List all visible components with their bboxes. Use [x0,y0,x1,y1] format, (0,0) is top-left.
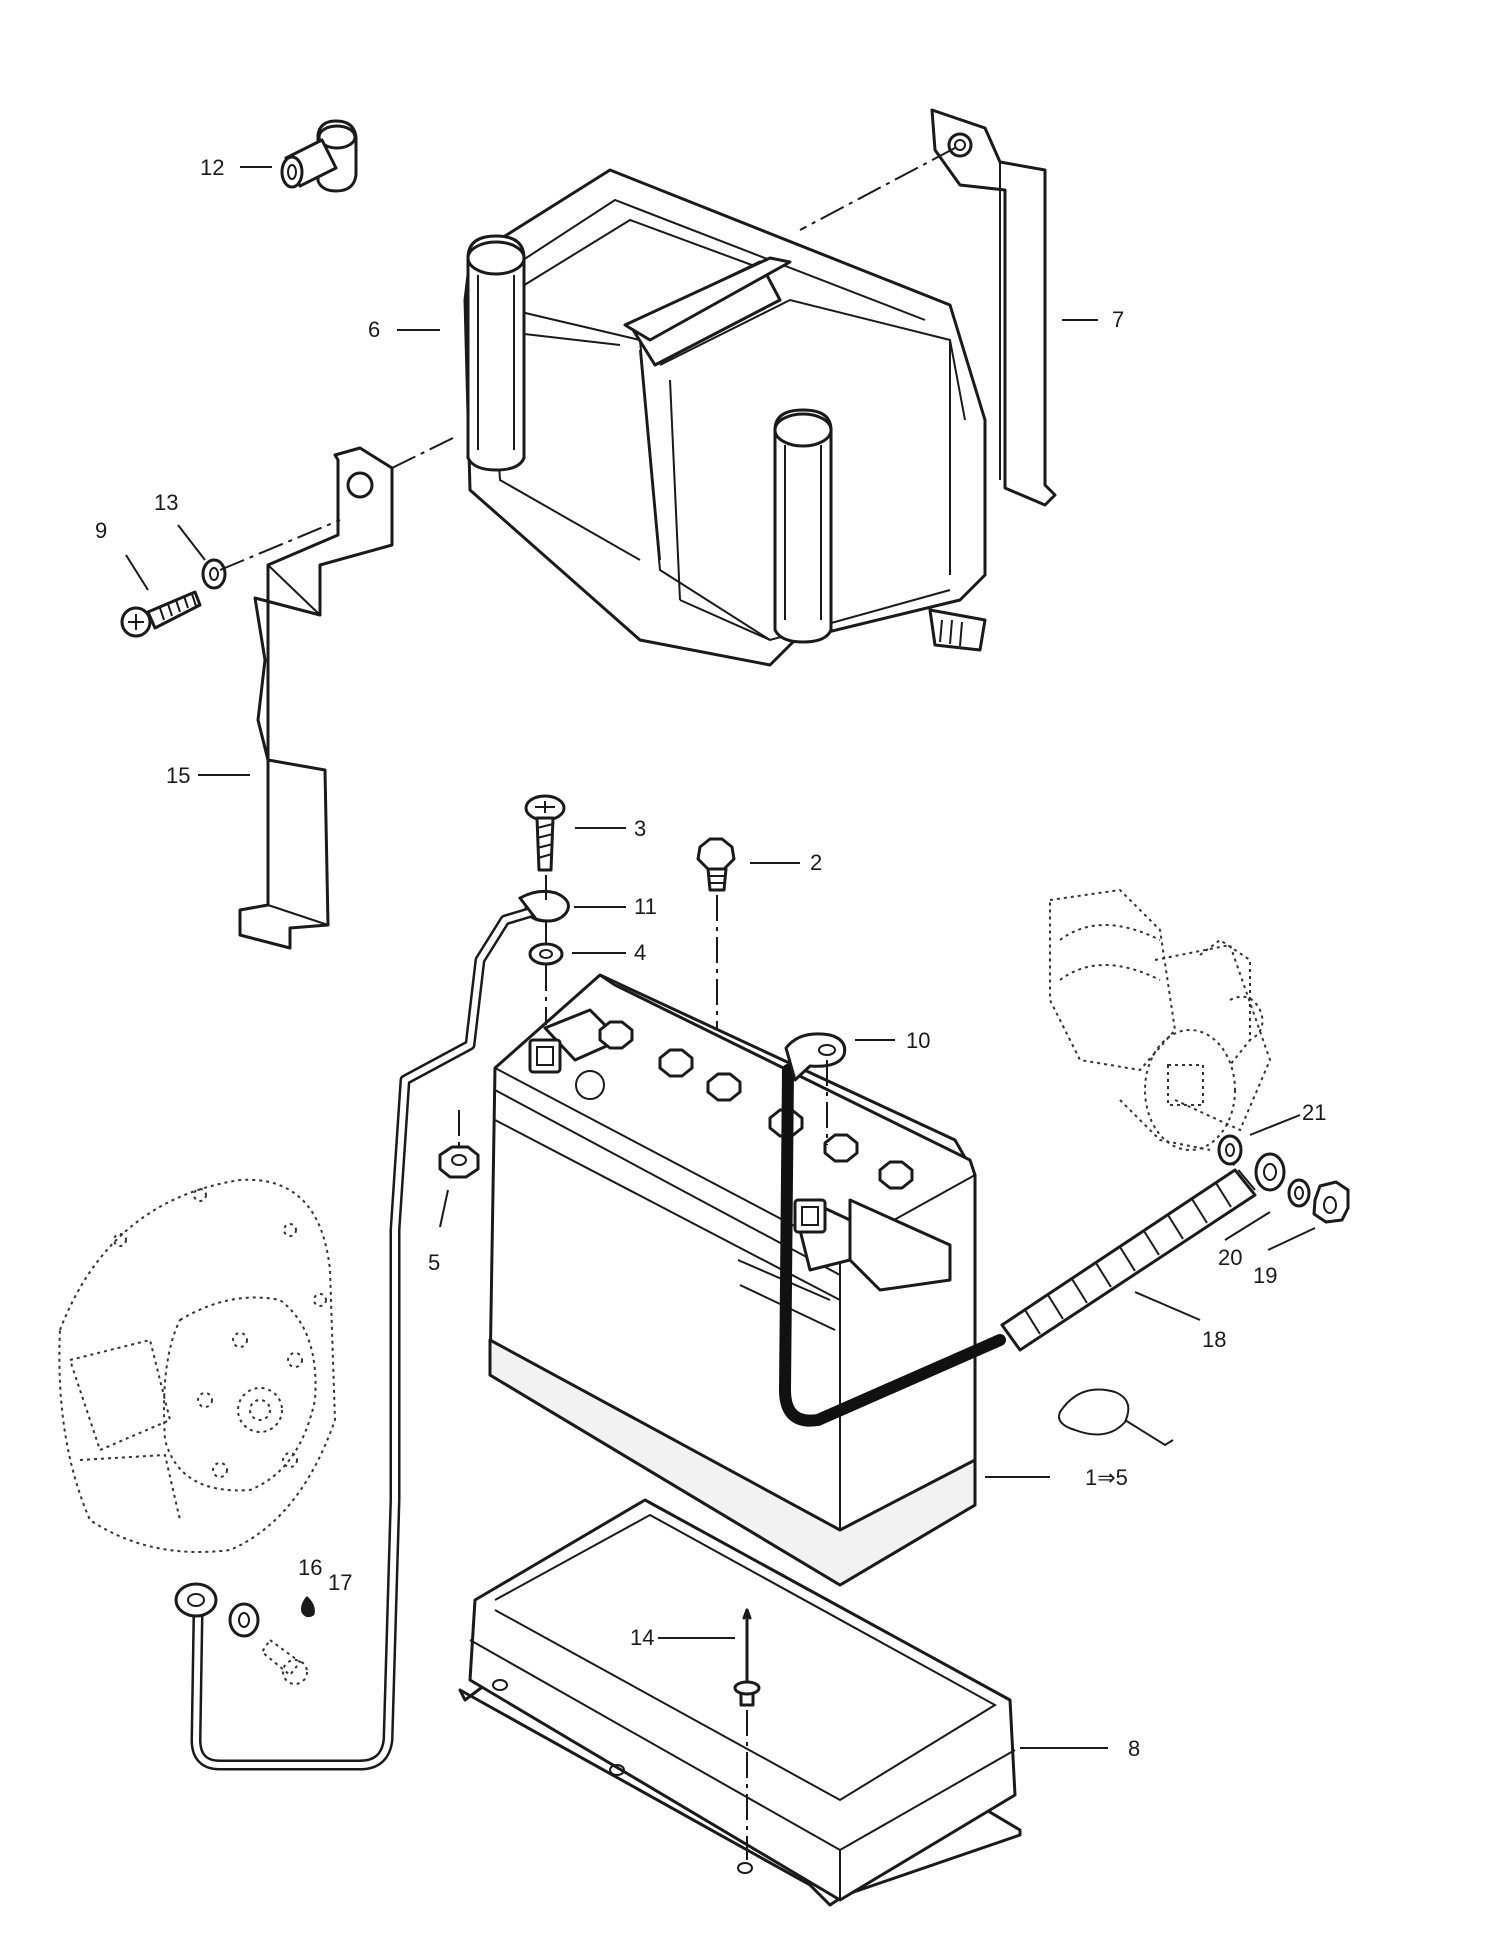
bracket-part-15 [238,446,394,950]
callout-labels: 12 6 7 13 9 15 3 2 11 4 10 21 5 20 19 18… [95,155,1326,1761]
ring-terminal-part-20 [1254,1152,1286,1192]
callout-2: 2 [810,850,822,875]
callout-21: 21 [1302,1100,1326,1125]
screw-part-3 [524,794,566,872]
nut-part-5 [438,1145,480,1179]
screw-part-9 [120,590,202,638]
callout-1-to-5: 1⇒5 [1085,1465,1128,1490]
callout-4: 4 [634,940,646,965]
battery-cover-part-6 [463,168,987,667]
pin-part-14 [733,1608,761,1707]
callout-17: 17 [328,1570,352,1595]
lock-washer-part-13 [201,558,227,590]
callout-20: 20 [1218,1245,1242,1270]
washer-part-4 [528,942,564,966]
lock-washer-part-20 [1287,1178,1311,1208]
callout-5: 5 [428,1250,440,1275]
positive-cable-part-10 [779,1032,1006,1427]
callout-9: 9 [95,518,107,543]
starter-motor-reference [1049,888,1272,1151]
callout-6: 6 [368,317,380,342]
washer-part-16 [228,1602,260,1638]
nut-part-19 [1312,1180,1350,1224]
callout-8: 8 [1128,1736,1140,1761]
leader-lines [125,166,1316,1749]
callout-15: 15 [166,763,190,788]
callout-13: 13 [154,490,178,515]
engine-reference [58,1178,337,1553]
callout-16: 16 [298,1555,322,1580]
ground-cable [174,889,570,1771]
protective-sleeve-part-18 [1000,1168,1257,1352]
vent-cap-part-2 [696,837,736,892]
callout-14: 14 [630,1625,654,1650]
callout-19: 19 [1253,1263,1277,1288]
bracket-part-7 [930,108,1057,507]
callout-18: 18 [1202,1327,1226,1352]
vent-elbow-part-12 [280,119,358,193]
callout-3: 3 [634,816,646,841]
screw-part-17 [260,1596,315,1685]
cable-tie [1058,1388,1174,1447]
callout-12: 12 [200,155,224,180]
callout-7: 7 [1112,307,1124,332]
washer-part-21 [1217,1134,1243,1166]
callout-10: 10 [906,1028,930,1053]
battery-part-1 [488,973,977,1587]
callout-11: 11 [634,894,657,919]
alignment-lines [219,147,1256,1860]
